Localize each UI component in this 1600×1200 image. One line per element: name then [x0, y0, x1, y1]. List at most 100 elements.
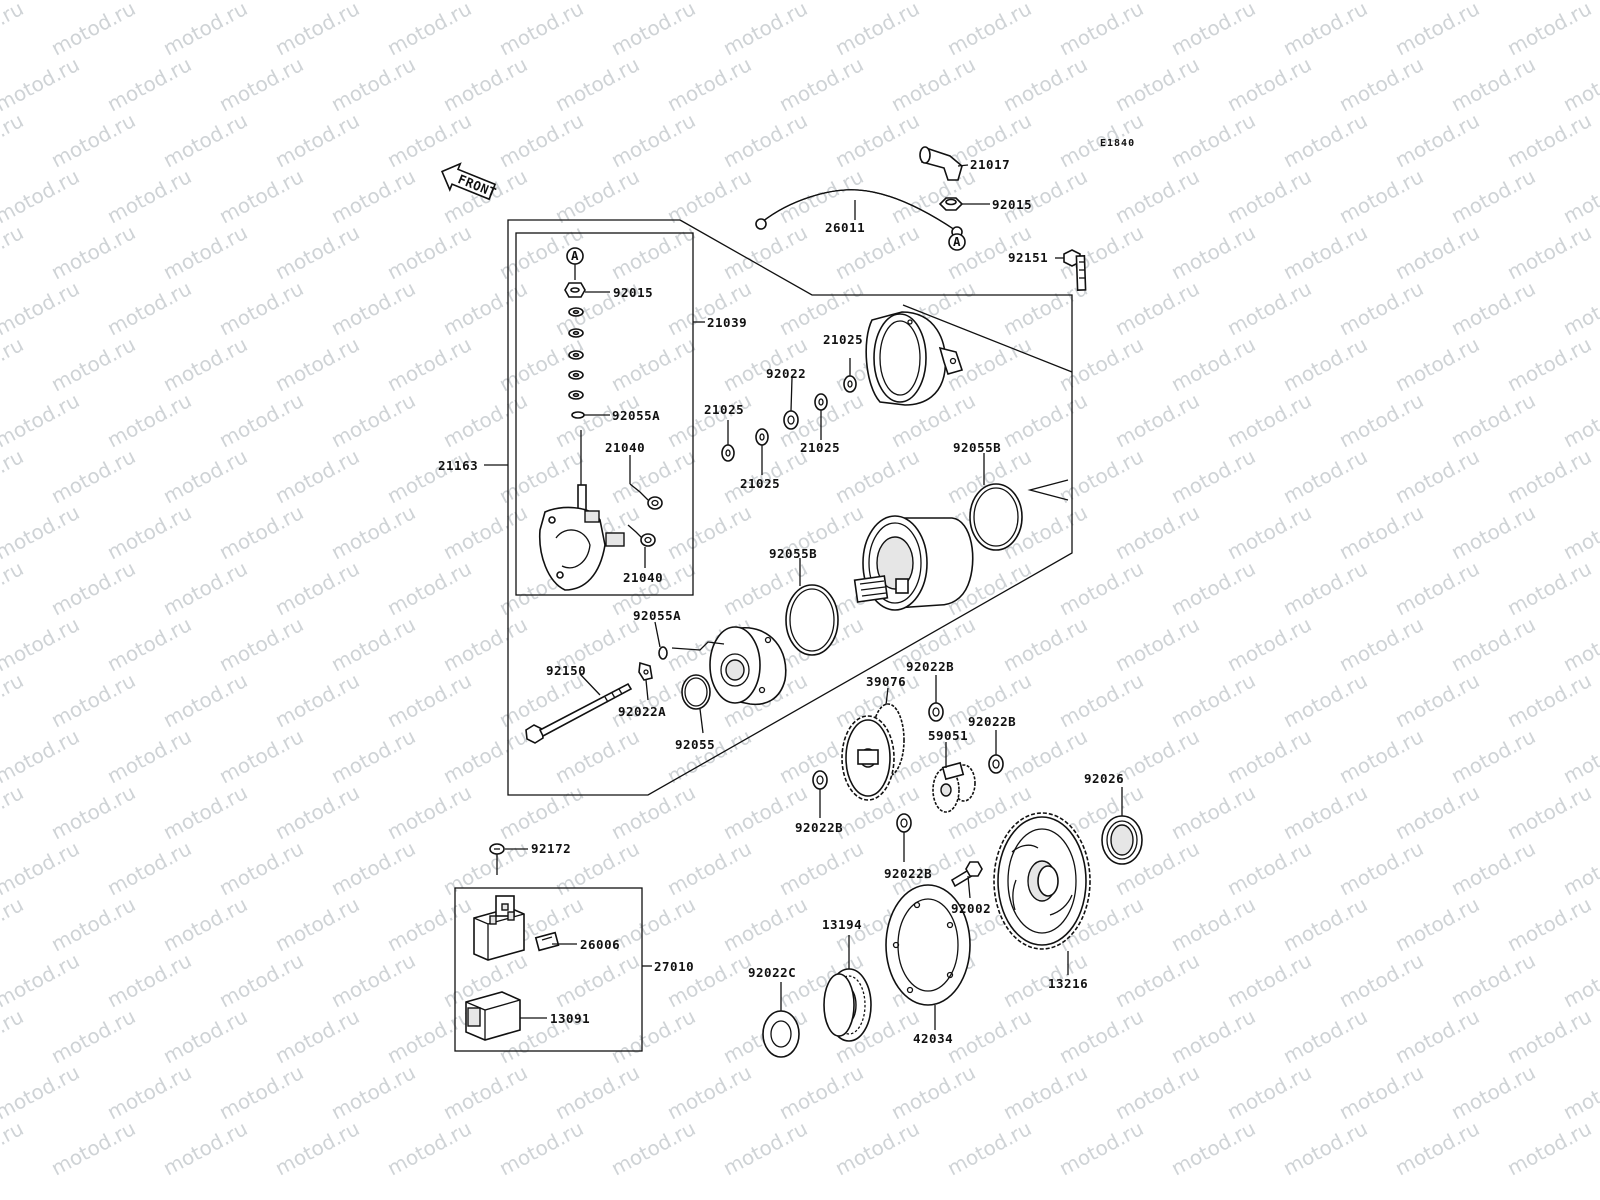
- watermark: motod.ru: [943, 1116, 1035, 1180]
- part-number-label[interactable]: 92055B: [953, 440, 1001, 455]
- part-number-label[interactable]: 92151: [1008, 250, 1048, 265]
- brush-plate: [538, 430, 625, 591]
- watermark: motod.ru: [0, 444, 27, 508]
- watermark: motod.ru: [1559, 612, 1600, 676]
- part-number-label[interactable]: 21025: [800, 440, 840, 455]
- watermark: motod.ru: [0, 612, 83, 676]
- watermark: motod.ru: [159, 892, 251, 956]
- starter-front-cover: [709, 626, 787, 706]
- part-number-label[interactable]: 92022A: [618, 704, 666, 719]
- watermark: motod.ru: [1279, 0, 1371, 60]
- watermark: motod.ru: [47, 220, 139, 284]
- part-number-label[interactable]: 92055B: [769, 546, 817, 561]
- shim-washer: [814, 393, 828, 411]
- part-number-label[interactable]: 92172: [531, 841, 571, 856]
- watermark: motod.ru: [327, 388, 419, 452]
- watermark: motod.ru: [215, 612, 307, 676]
- watermark: motod.ru: [887, 52, 979, 116]
- part-number-label[interactable]: 13194: [822, 917, 862, 932]
- watermark: motod.ru: [271, 332, 363, 396]
- watermark: motod.ru: [1335, 1060, 1427, 1124]
- watermark: motod.ru: [1447, 164, 1539, 228]
- part-number-label[interactable]: 21025: [704, 402, 744, 417]
- part-number-label[interactable]: 92022B: [906, 659, 954, 674]
- watermark: motod.ru: [1447, 612, 1539, 676]
- brush-spring-top: [629, 483, 663, 510]
- watermark: motod.ru: [47, 108, 139, 172]
- watermark: motod.ru: [1111, 164, 1203, 228]
- watermark: motod.ru: [327, 276, 419, 340]
- watermark: motod.ru: [943, 1004, 1035, 1068]
- watermark: motod.ru: [1055, 0, 1147, 60]
- part-number-label[interactable]: 27010: [654, 959, 694, 974]
- watermark: motod.ru: [383, 220, 475, 284]
- part-number-label[interactable]: 92026: [1084, 771, 1124, 786]
- leader-line: [1027, 479, 1069, 501]
- watermark: motod.ru: [1055, 556, 1147, 620]
- watermark: motod.ru: [159, 444, 251, 508]
- part-number-label[interactable]: 21025: [740, 476, 780, 491]
- watermark: motod.ru: [551, 948, 643, 1012]
- part-number-label[interactable]: 92015: [613, 285, 653, 300]
- part-number-label[interactable]: 21039: [707, 315, 747, 330]
- watermark: motod.ru: [0, 164, 83, 228]
- part-number-label[interactable]: 13091: [550, 1011, 590, 1026]
- watermark: motod.ru: [775, 52, 867, 116]
- watermark: motod.ru: [607, 1004, 699, 1068]
- watermark: motod.ru: [0, 668, 27, 732]
- part-number-label[interactable]: 92015: [992, 197, 1032, 212]
- thrust-washer: [812, 770, 828, 790]
- watermark: motod.ru: [607, 220, 699, 284]
- watermark: motod.ru: [1447, 948, 1539, 1012]
- watermark: motod.ru: [215, 1060, 307, 1124]
- watermark: motod.ru: [831, 0, 923, 60]
- part-number-label[interactable]: 92022C: [748, 965, 796, 980]
- part-number-label[interactable]: 42034: [913, 1031, 953, 1046]
- watermark: motod.ru: [327, 612, 419, 676]
- part-number-label[interactable]: 92055: [675, 737, 715, 752]
- part-number-label[interactable]: 92022B: [884, 866, 932, 881]
- part-number-label[interactable]: 92022B: [795, 820, 843, 835]
- part-number-label[interactable]: 21040: [605, 440, 645, 455]
- part-number-label[interactable]: 21163: [438, 458, 478, 473]
- part-number-label[interactable]: 92022B: [968, 714, 1016, 729]
- watermark: motod.ru: [831, 108, 923, 172]
- watermark: motod.ru: [495, 108, 587, 172]
- watermark: motod.ru: [1167, 332, 1259, 396]
- watermark: motod.ru: [215, 500, 307, 564]
- part-number-label[interactable]: 26006: [580, 937, 620, 952]
- watermark: motod.ru: [1335, 724, 1427, 788]
- part-number-label[interactable]: 21025: [823, 332, 863, 347]
- part-number-label[interactable]: 92150: [546, 663, 586, 678]
- part-number-label[interactable]: 39076: [866, 674, 906, 689]
- watermark: motod.ru: [439, 724, 531, 788]
- watermark: motod.ru: [0, 724, 83, 788]
- clutch-outer-plate: [885, 884, 971, 1006]
- watermark: motod.ru: [495, 780, 587, 844]
- part-number-label[interactable]: 59051: [928, 728, 968, 743]
- part-number-label[interactable]: 92002: [951, 901, 991, 916]
- watermark: motod.ru: [1223, 724, 1315, 788]
- watermark: motod.ru: [327, 500, 419, 564]
- part-number-label[interactable]: 26011: [825, 220, 865, 235]
- watermark: motod.ru: [215, 164, 307, 228]
- watermark: motod.ru: [159, 108, 251, 172]
- watermark: motod.ru: [0, 892, 27, 956]
- part-number-label[interactable]: 92055A: [633, 608, 681, 623]
- part-number-label[interactable]: 21040: [623, 570, 663, 585]
- part-number-label[interactable]: 92022: [766, 366, 806, 381]
- part-number-label[interactable]: 92055A: [612, 408, 660, 423]
- watermark: motod.ru: [1559, 388, 1600, 452]
- watermark: motod.ru: [271, 668, 363, 732]
- part-number-label[interactable]: 21017: [970, 157, 1010, 172]
- watermark: motod.ru: [663, 948, 755, 1012]
- watermark: motod.ru: [439, 612, 531, 676]
- part-number-label[interactable]: 13216: [1048, 976, 1088, 991]
- watermark: motod.ru: [1279, 892, 1371, 956]
- watermark: motod.ru: [159, 780, 251, 844]
- watermark: motod.ru: [0, 836, 83, 900]
- watermark: motod.ru: [607, 0, 699, 60]
- watermark: motod.ru: [719, 332, 811, 396]
- watermark: motod.ru: [1167, 668, 1259, 732]
